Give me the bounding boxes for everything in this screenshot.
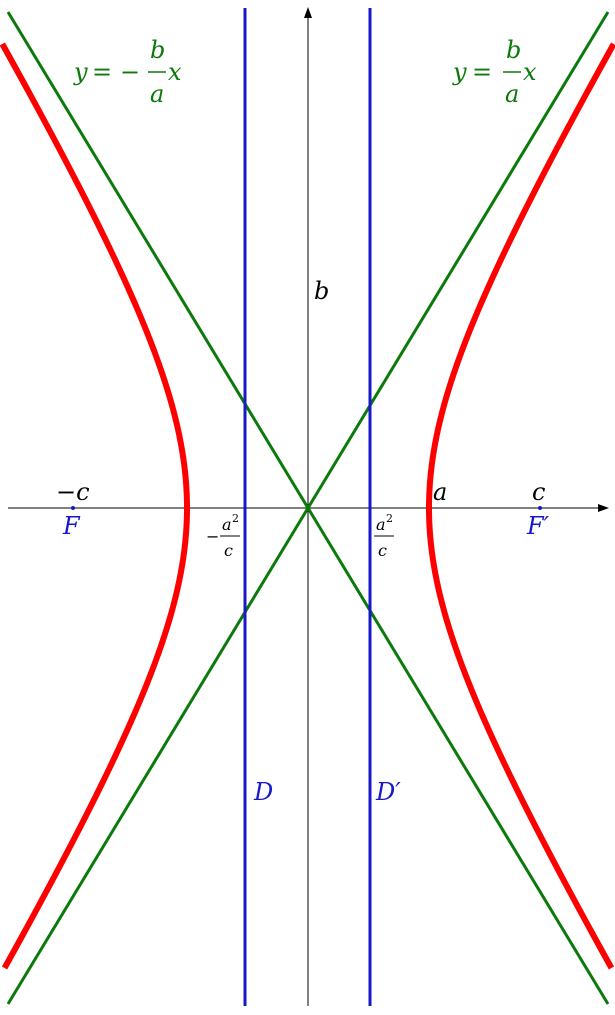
label-a2c-negative: − a 2 c: [206, 512, 240, 560]
a2c-pos-den: c: [378, 541, 387, 560]
a2c-neg-sign: −: [206, 527, 219, 546]
label-y-neg: y: [73, 58, 88, 86]
asymptote-positive-label: y = b a x: [452, 36, 537, 108]
label-a2c-positive: a 2 c: [374, 512, 394, 560]
a2c-neg-exp: 2: [232, 512, 239, 525]
hyperbola-left-branch: [0, 42, 191, 970]
label-focus-left: F: [62, 512, 81, 540]
label-b: b: [314, 277, 329, 305]
label-c: c: [532, 478, 545, 506]
label-den-neg: a: [150, 80, 164, 108]
label-focus-right: F′: [526, 512, 550, 540]
label-eq-pos: =: [472, 58, 492, 86]
label-x-pos: x: [523, 58, 537, 86]
label-minus-c: −c: [56, 478, 90, 506]
a2c-pos-exp: 2: [386, 512, 393, 525]
label-den-pos: a: [505, 80, 519, 108]
focus-right-point: [538, 506, 542, 510]
asymptote-negative: [6, 11, 610, 1005]
label-a: a: [433, 478, 447, 506]
label-y-pos: y: [452, 58, 467, 86]
label-directrix-left: D: [253, 778, 273, 806]
label-num-neg: b: [150, 36, 165, 64]
label-directrix-right: D′: [375, 778, 401, 806]
focus-left-point: [71, 506, 75, 510]
axes: [8, 7, 609, 1006]
a2c-pos-num: a: [376, 515, 386, 534]
hyperbola-right-branch: [425, 42, 615, 970]
label-x-neg: x: [168, 58, 182, 86]
label-eq-neg: =: [92, 58, 112, 86]
y-axis-arrow: [304, 7, 312, 18]
x-axis-arrow: [598, 504, 609, 512]
a2c-neg-num: a: [222, 515, 232, 534]
asymptote-negative-label: y = − b a x: [73, 36, 182, 108]
label-minus-neg: −: [120, 58, 140, 86]
label-num-pos: b: [506, 36, 521, 64]
a2c-neg-den: c: [224, 541, 233, 560]
